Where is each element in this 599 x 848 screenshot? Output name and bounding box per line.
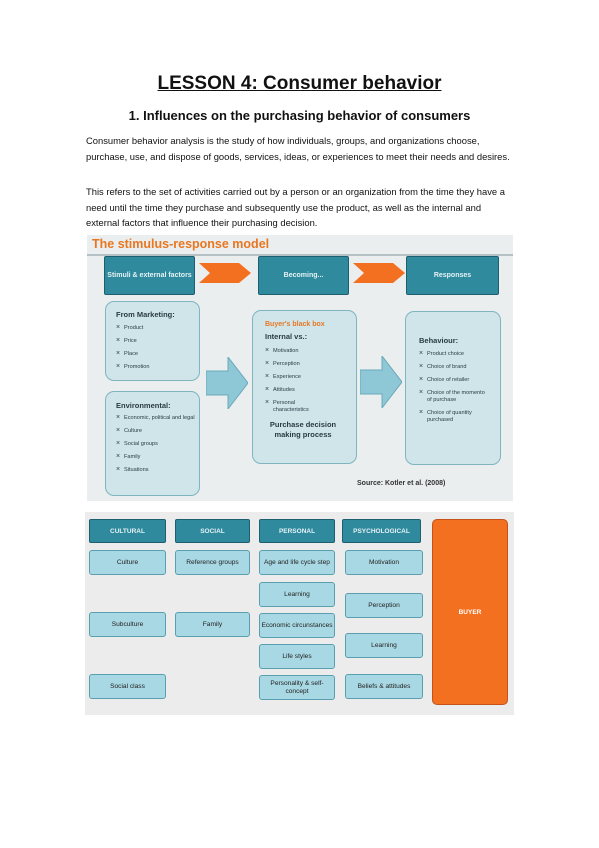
factor-cell: Learning [345, 633, 423, 658]
list-item: Price [116, 337, 199, 345]
decision-process-label: Purchase decision making process [269, 420, 337, 439]
black-box: Buyer's black box Internal vs.: Motivati… [252, 310, 357, 464]
factor-cell: Subculture [89, 612, 166, 637]
header-stimuli: Stimuli & external factors [104, 256, 195, 295]
environmental-box: Environmental: Economic, political and l… [105, 391, 200, 496]
list-item: Personal characteristics [265, 399, 317, 414]
list-item: Motivation [265, 347, 356, 355]
factor-cell: Life styles [259, 644, 335, 669]
list-item: Social groups [116, 440, 199, 448]
factor-cell: Family [175, 612, 250, 637]
buyer-box: BUYER [432, 519, 508, 705]
factor-cell: Economic circunstances [259, 613, 335, 638]
list-item: Perception [265, 360, 356, 368]
chevron-arrow-icon [199, 263, 251, 283]
list-item: Situations [116, 466, 199, 474]
list-item: Place [116, 350, 199, 358]
factor-cell: Reference groups [175, 550, 250, 575]
list-item: Choice of quantity purchased [419, 409, 487, 424]
marketing-box: From Marketing: Product Price Place Prom… [105, 301, 200, 381]
stimulus-response-figure: The stimulus-response model Stimuli & ex… [87, 235, 513, 501]
figure-title: The stimulus-response model [92, 237, 270, 251]
list-item: Economic, political and legal [116, 414, 199, 422]
factor-cell: Personality & self-concept [259, 675, 335, 700]
internal-heading: Internal vs.: [265, 332, 308, 341]
title-divider [87, 254, 513, 256]
factor-cell: Learning [259, 582, 335, 607]
list-item: Attitudes [265, 386, 356, 394]
right-arrow-icon [206, 357, 248, 409]
list-item: Choice of the momento of purchase [419, 389, 487, 404]
list-item: Choice of brand [419, 363, 487, 371]
behaviour-heading: Behaviour: [419, 336, 459, 345]
factor-cell: Age and life cycle step [259, 550, 335, 575]
chevron-arrow-icon [353, 263, 405, 283]
marketing-heading: From Marketing: [116, 310, 175, 319]
header-becoming: Becoming... [258, 256, 349, 295]
factor-cell: Perception [345, 593, 423, 618]
black-box-label: Buyer's black box [265, 321, 325, 328]
paragraph-scope: This refers to the set of activities car… [86, 186, 505, 228]
buyer-factors-figure: CULTURAL SOCIAL PERSONAL PSYCHOLOGICAL C… [85, 512, 514, 715]
factor-cell: Beliefs & attitudes [345, 674, 423, 699]
list-item: Product [116, 324, 199, 332]
environmental-heading: Environmental: [116, 401, 171, 410]
header-responses: Responses [406, 256, 499, 295]
list-item: Culture [116, 427, 199, 435]
paragraph-definition: Consumer behavior analysis is the study … [86, 135, 510, 162]
header-psychological: PSYCHOLOGICAL [342, 519, 421, 543]
factor-cell: Culture [89, 550, 166, 575]
list-item: Family [116, 453, 199, 461]
behaviour-box: Behaviour: Product choice Choice of bran… [405, 311, 501, 465]
factor-cell: Motivation [345, 550, 423, 575]
list-item: Choice of retailer [419, 376, 487, 384]
list-item: Product choice [419, 350, 487, 358]
header-cultural: CULTURAL [89, 519, 166, 543]
lesson-title: LESSON 4: Consumer behavior [157, 73, 442, 94]
right-arrow-icon [360, 356, 402, 408]
header-social: SOCIAL [175, 519, 250, 543]
source-citation: Source: Kotler et al. (2008) [357, 480, 446, 487]
section-heading: 1. Influences on the purchasing behavior… [128, 108, 471, 123]
list-item: Promotion [116, 363, 199, 371]
header-personal: PERSONAL [259, 519, 335, 543]
factor-cell: Social class [89, 674, 166, 699]
list-item: Experience [265, 373, 356, 381]
